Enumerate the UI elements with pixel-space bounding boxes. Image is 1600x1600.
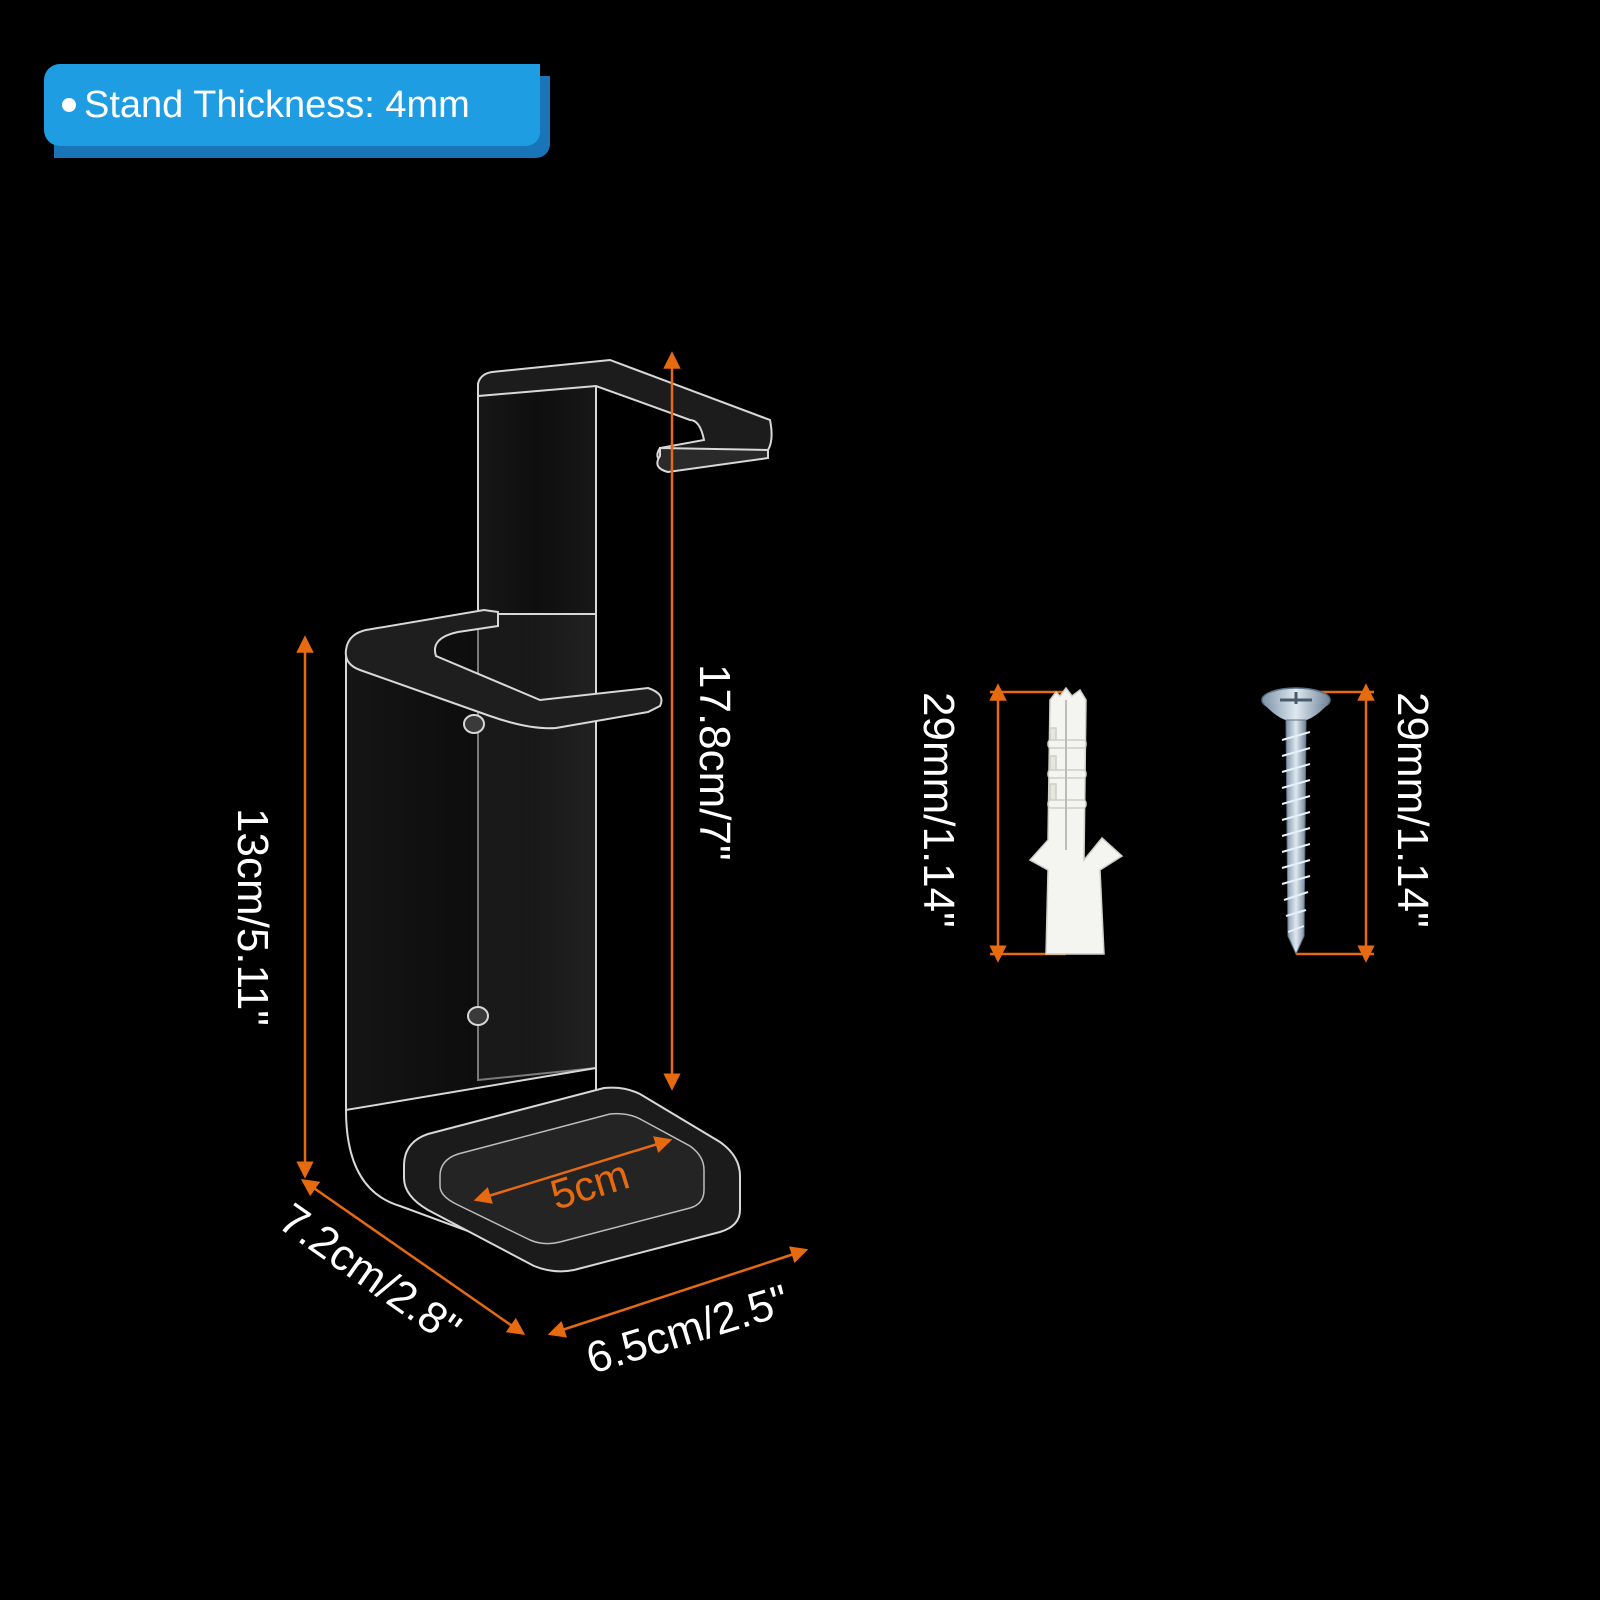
dimension-lines [296,351,1375,1338]
bullet-icon [62,98,76,112]
width-label: 6.5cm/2.5" [581,1276,795,1384]
upper-screw-hole [463,714,485,734]
middle-holder-arm [344,608,663,730]
thickness-badge: Stand Thickness: 4mm [44,64,540,146]
width-line [547,1246,809,1338]
depth-line [300,1179,526,1335]
lower-screw-hole [467,1006,489,1026]
screw-icon [1261,687,1331,956]
screw-length-label: 29mm/1.14" [1388,692,1437,928]
total-height-label: 17.8cm/7" [690,664,739,861]
badge-label: Stand Thickness: 4mm [84,83,470,126]
anchor-length-label: 29mm/1.14" [914,692,963,928]
back-height-label: 13cm/5.11" [228,808,277,1026]
inner-width-line [473,1136,673,1204]
wall-anchor-icon [1028,686,1124,955]
